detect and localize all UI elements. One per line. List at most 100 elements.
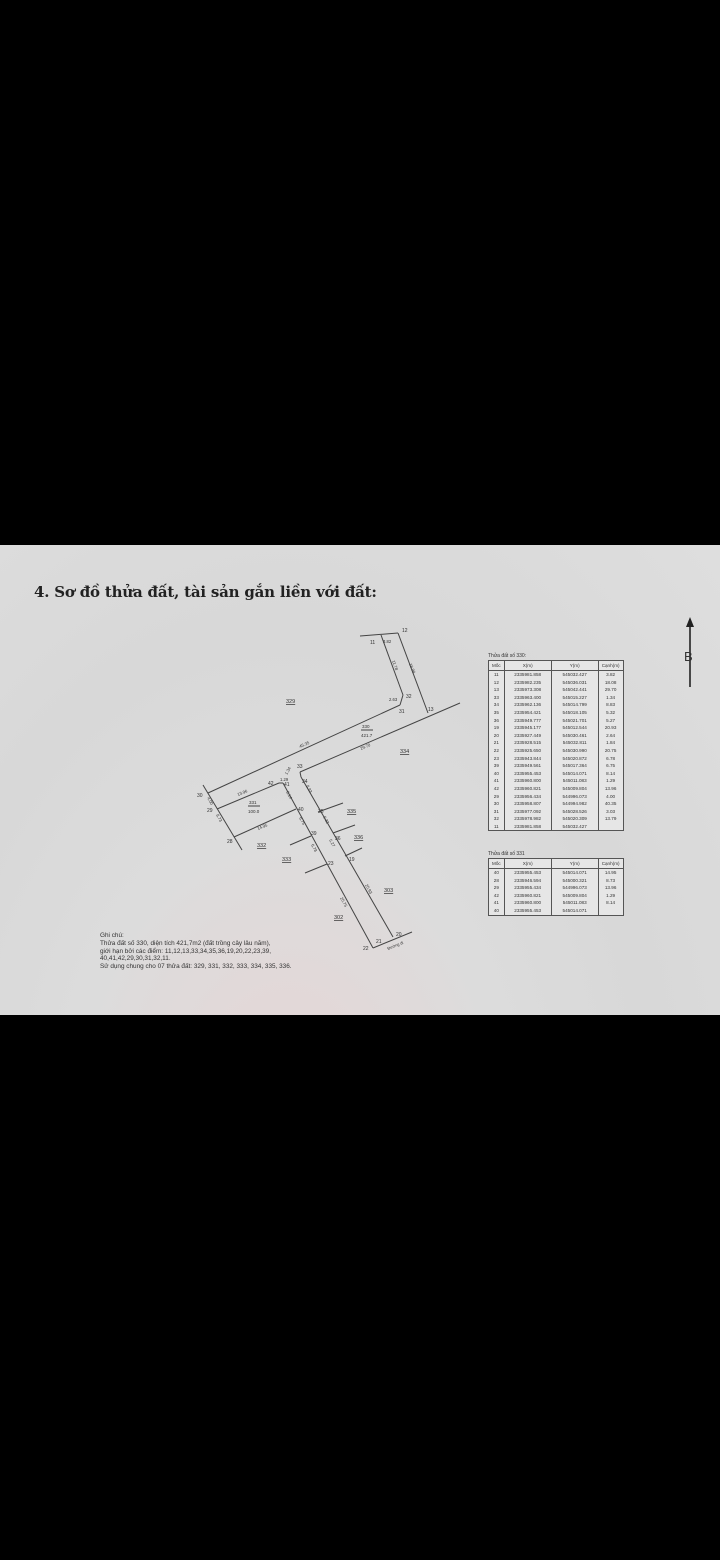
length-32-31: 2.63	[389, 697, 398, 702]
north-arrow-icon: B	[684, 617, 694, 687]
edge-length: 6.78	[597, 754, 624, 763]
x-coordinate: 2335978.982	[503, 815, 552, 823]
length-11-12: 3.82	[383, 639, 392, 644]
x-coordinate: 2335949.561	[503, 762, 552, 770]
length-34-35: 8.83	[305, 784, 314, 794]
boundary-34-20	[300, 776, 394, 938]
column-header: X(m)	[503, 660, 552, 671]
point-id: 11	[488, 670, 505, 679]
notes-line: giới hạn bởi các điểm: 11,12,13,33,34,35…	[100, 947, 271, 955]
y-coordinate: 545014.071	[550, 868, 599, 877]
y-coordinate: 545011.083	[550, 777, 599, 785]
x-coordinate: 2335955.453	[503, 906, 552, 916]
edge-length: 1.84	[597, 739, 624, 747]
point-30: 30	[197, 793, 203, 799]
edge-length: 8.14	[597, 769, 624, 778]
y-coordinate: 545032.427	[550, 822, 599, 831]
point-id: 20	[488, 731, 505, 740]
edge-length: 14.95	[597, 868, 624, 877]
notes: Ghi chú: Thửa đất số 330, diện tích 421,…	[100, 932, 292, 971]
y-coordinate: 545017.364	[550, 762, 599, 770]
plot-diagram: 12 11 32 31 13 33 34 42 41 30 29 28 40 3…	[197, 628, 461, 952]
table-331-title: Thửa đất số 331	[488, 851, 525, 857]
edge-length: 29.70	[597, 686, 624, 694]
x-coordinate: 2335955.453	[503, 868, 552, 877]
edge-length: 4.00	[597, 792, 624, 801]
x-coordinate: 2335981.858	[503, 670, 552, 679]
notes-line: 40,41,42,29,30,31,32,11.	[100, 955, 171, 963]
x-coordinate: 2335962.136	[503, 701, 552, 709]
y-coordinate: 545036.031	[550, 678, 599, 687]
point-39: 39	[311, 831, 317, 837]
edge-length	[597, 822, 624, 831]
length-12-13: 18.08	[408, 663, 417, 675]
point-42: 42	[268, 781, 274, 787]
y-coordinate: 545000.321	[550, 876, 599, 885]
length-35-36: 5.32	[322, 815, 331, 825]
edge-length: 13.79	[597, 815, 624, 823]
section-title: 4. Sơ đồ thửa đất, tài sản gắn liền với …	[34, 583, 377, 601]
column-header: Y(m)	[550, 858, 599, 869]
parcel-335: 335	[347, 809, 356, 815]
length-41-40: 8.14	[285, 790, 294, 800]
point-id: 39	[488, 762, 505, 770]
y-coordinate: 545011.083	[550, 899, 599, 907]
boundary-11-12	[359, 632, 399, 637]
point-12: 12	[402, 628, 408, 634]
edge-length: 40.35	[597, 800, 624, 808]
point-13: 13	[428, 707, 434, 713]
point-31: 31	[399, 709, 405, 715]
point-28: 28	[227, 839, 233, 845]
point-33: 33	[297, 764, 303, 770]
x-coordinate: 2335943.844	[503, 754, 552, 763]
point-21: 21	[376, 939, 382, 945]
parcel-302: 302	[334, 915, 343, 921]
x-coordinate: 2335960.800	[503, 899, 552, 907]
y-coordinate: 545020.309	[550, 815, 599, 823]
boundary-39-tick	[289, 835, 312, 846]
point-20: 20	[396, 932, 402, 938]
notes-heading: Ghi chú:	[100, 932, 124, 939]
x-coordinate: 2335925.650	[503, 746, 552, 755]
point-id: 40	[488, 868, 505, 877]
point-id: 29	[488, 884, 505, 892]
point-id: 36	[488, 716, 505, 725]
point-id: 35	[488, 708, 505, 717]
point-id: 12	[488, 678, 505, 687]
point-29: 29	[207, 808, 213, 814]
notes-line: Thửa đất số 330, diện tích 421,7m2 (đất …	[100, 939, 271, 947]
y-coordinate: 545020.872	[550, 754, 599, 763]
point-id: 21	[488, 739, 505, 747]
y-coordinate: 545014.799	[550, 701, 599, 709]
edge-length: 13.96	[597, 884, 624, 892]
edge-length: 20.75	[597, 746, 624, 755]
column-header: Mốc	[488, 858, 505, 869]
x-coordinate: 2335960.821	[503, 784, 552, 793]
notes-line: Sử dụng chung cho 07 thửa đất: 329, 331,…	[100, 963, 292, 971]
length-30-29: 4.00	[206, 796, 215, 806]
point-34: 34	[302, 779, 308, 785]
length-42-41: 1.29	[280, 777, 289, 782]
point-id: 13	[488, 686, 505, 694]
point-id: 32	[488, 815, 505, 823]
x-coordinate: 2335946.594	[503, 876, 552, 885]
y-coordinate: 545032.427	[550, 670, 599, 679]
point-id: 34	[488, 701, 505, 709]
y-coordinate: 545009.804	[550, 784, 599, 793]
point-32: 32	[406, 694, 412, 700]
point-11: 11	[370, 640, 375, 646]
length-29-28: 8.73	[215, 813, 224, 823]
